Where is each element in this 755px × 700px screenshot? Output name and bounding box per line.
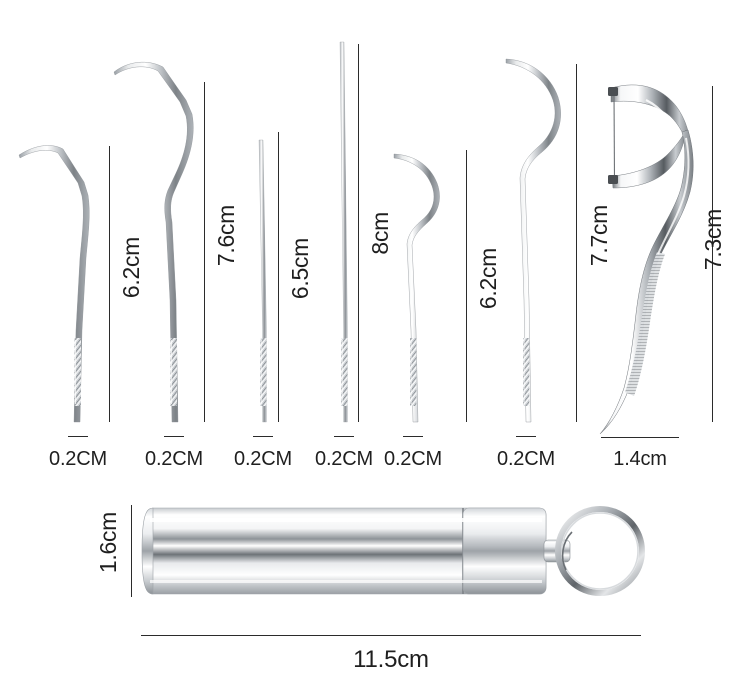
measure-line-tool-5 (466, 150, 467, 422)
tool-6-knurled-grip (523, 338, 530, 406)
length-label-tool-1: 6.2cm (118, 237, 144, 299)
split-key-ring-seam (561, 531, 573, 571)
width-tick-tool-1 (68, 436, 88, 437)
measure-line-tool-7 (712, 86, 713, 422)
width-label-tool-4: 0.2CM (315, 448, 373, 470)
length-label-tool-3: 6.5cm (287, 238, 313, 300)
case-length-label: 11.5cm (353, 646, 429, 673)
width-label-tool-3: 0.2CM (234, 448, 292, 470)
length-label-tool-2: 7.6cm (213, 205, 239, 267)
case-section: 1.6cm 11.5cm (0, 490, 755, 700)
tool-4-knurled-grip (341, 338, 348, 406)
floss-strand (613, 91, 616, 181)
tube-left-end (141, 507, 154, 595)
tool-1-bent-angle-probe (18, 145, 90, 423)
tool-3-knurled-grip (260, 338, 267, 406)
floss-anchor-top (608, 87, 618, 96)
tool-1-knurled-grip (74, 338, 81, 406)
width-tick-tool-4 (334, 436, 354, 437)
measure-line-tool-3 (278, 132, 279, 422)
measure-line-tool-2 (204, 82, 205, 422)
tool-5-knurled-grip (410, 338, 417, 406)
tool-4-long-straight-needle-pick (339, 41, 348, 423)
width-label-tool-7: 1.4cm (613, 448, 667, 470)
width-tick-tool-3 (253, 436, 273, 437)
tool-7-floss-pick-holder (599, 84, 694, 435)
measure-line-tool-6 (576, 64, 577, 422)
tool-5-small-sickle-hook-pick (393, 153, 440, 423)
length-label-tool-7: 7.3cm (700, 209, 726, 271)
tool-2-double-bend-probe (113, 61, 194, 423)
case-illustration (141, 506, 645, 596)
tools-section: 6.2cm 7.6cm 6.5cm 8cm 6.2cm 7.7cm 7.3cm … (18, 41, 726, 470)
length-label-tool-6: 7.7cm (586, 205, 612, 267)
width-tick-tool-7 (601, 437, 679, 438)
width-tick-tool-2 (164, 436, 184, 437)
width-tick-tool-6 (516, 436, 536, 437)
length-label-tool-5: 6.2cm (475, 248, 501, 310)
tool-6-large-sickle-hook-pick (505, 58, 561, 423)
width-label-tool-1: 0.2CM (49, 448, 107, 470)
floss-anchor-bottom (608, 175, 618, 184)
measure-line-case-height (131, 505, 132, 597)
width-tick-tool-5 (403, 436, 423, 437)
case-height-label: 1.6cm (95, 512, 121, 574)
width-label-tool-6: 0.2CM (497, 448, 555, 470)
split-key-ring-outer (555, 506, 645, 596)
tools-illustration (18, 41, 694, 435)
length-label-tool-4: 8cm (367, 212, 393, 255)
floss-handle-ribs (625, 252, 665, 396)
width-label-tool-5: 0.2CM (384, 448, 442, 470)
split-key-ring-inner (561, 512, 639, 590)
tool-2-knurled-grip (170, 338, 177, 406)
width-label-tool-2: 0.2CM (145, 448, 203, 470)
tool-3-straight-needle-pick (258, 139, 267, 423)
measure-line-tool-4 (358, 44, 359, 422)
measure-line-case-length (141, 635, 641, 636)
measure-line-tool-1 (109, 146, 110, 422)
